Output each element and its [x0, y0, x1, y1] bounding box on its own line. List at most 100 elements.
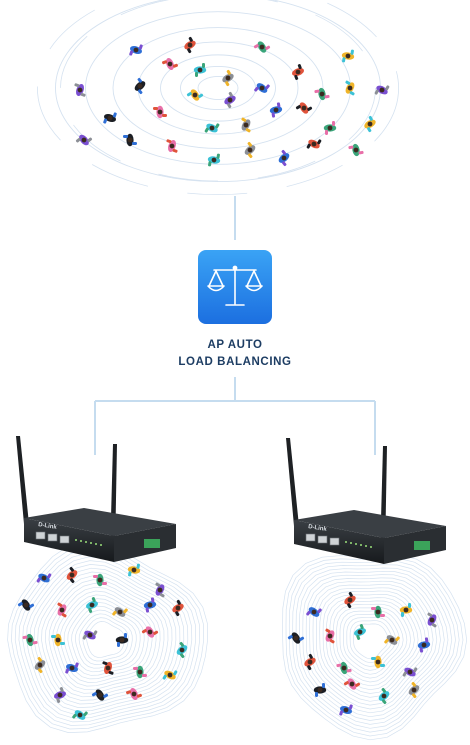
person-icon — [325, 628, 335, 644]
person-icon — [129, 44, 143, 56]
left-crowd-cluster — [7, 541, 208, 733]
status-led — [360, 544, 362, 546]
person-icon — [399, 603, 413, 617]
ripple-ring — [112, 27, 324, 149]
person-icon — [82, 630, 98, 640]
ethernet-port — [317, 535, 328, 544]
status-led — [75, 539, 77, 541]
person-icon — [57, 602, 67, 618]
person-icon — [22, 633, 38, 647]
ripple-ring — [26, 560, 189, 716]
person-icon — [408, 681, 420, 699]
ripple-ring — [305, 577, 441, 714]
person-icon — [103, 112, 117, 124]
person-icon — [162, 58, 178, 70]
left-ripples — [7, 541, 208, 733]
antenna-left — [16, 436, 29, 524]
status-led — [370, 546, 372, 548]
ripple-ring — [285, 557, 464, 737]
person-icon — [269, 102, 283, 118]
person-icon — [91, 689, 109, 701]
right-crowd-cluster — [282, 554, 468, 741]
person-icon — [155, 582, 165, 598]
ripple-ring — [332, 603, 412, 683]
ripple-ring — [44, 579, 169, 698]
person-icon — [427, 612, 437, 628]
ripple-ring — [316, 587, 430, 702]
balance-scale-icon — [207, 265, 263, 306]
person-icon — [224, 91, 236, 109]
person-icon — [153, 105, 167, 119]
person-icon — [254, 83, 270, 93]
person-icon — [344, 591, 356, 609]
ripple-ring — [18, 552, 197, 723]
ripple-ring — [180, 65, 256, 111]
person-icon — [292, 64, 304, 80]
load-balance-badge — [198, 250, 272, 324]
person-icon — [295, 102, 313, 114]
balance-caption: AP AUTO LOAD BALANCING — [135, 337, 335, 371]
person-icon — [166, 139, 178, 153]
status-led — [355, 543, 357, 545]
person-icon — [134, 77, 146, 95]
person-icon — [287, 632, 305, 644]
status-led — [350, 542, 352, 544]
device-brand-label: D-Link — [308, 524, 328, 533]
person-icon — [115, 633, 129, 647]
person-icon — [244, 141, 256, 159]
caption-line-1: AP AUTO — [207, 339, 263, 351]
person-icon — [141, 626, 159, 638]
person-icon — [93, 573, 107, 587]
person-icon — [186, 89, 204, 101]
ripple-ring — [86, 621, 125, 658]
ripple-ring — [82, 617, 129, 662]
person-icon — [36, 573, 52, 583]
person-icon — [193, 63, 207, 77]
person-icon — [75, 134, 93, 146]
person-icon — [364, 115, 376, 133]
top-crowd-cluster — [37, 0, 399, 196]
status-led — [95, 543, 97, 545]
device-top — [294, 510, 446, 538]
ripple-ring — [14, 548, 201, 726]
device-brand-label: D-Link — [38, 522, 58, 531]
person-icon — [72, 710, 88, 720]
ripple-ring — [309, 580, 438, 710]
ripple-ring — [52, 586, 161, 691]
ethernet-port — [59, 535, 70, 544]
ripple-ring — [11, 544, 205, 730]
person-icon — [313, 683, 327, 697]
person-icon — [184, 36, 196, 54]
person-icon — [127, 563, 141, 577]
person-icon — [112, 607, 128, 617]
ripple-ring — [60, 0, 376, 182]
ethernet-port — [47, 533, 58, 542]
ripple-ring — [346, 617, 397, 667]
ripple-ring — [282, 554, 468, 741]
ripple-ring — [353, 623, 389, 660]
person-icon — [143, 597, 157, 613]
ripple-ring — [322, 593, 423, 694]
person-icon — [339, 704, 353, 716]
ripple-ring — [41, 575, 173, 701]
ripple-ring — [78, 613, 133, 665]
person-icon — [378, 687, 390, 705]
person-icon — [65, 662, 79, 674]
person-icon — [207, 153, 221, 167]
person-icon — [417, 637, 431, 653]
ripple-ring — [302, 574, 445, 718]
person-icon — [172, 599, 184, 617]
person-icon — [54, 687, 66, 703]
access-point-right: D-Link — [286, 438, 446, 564]
ripple-ring — [288, 561, 460, 733]
person-icon — [204, 123, 220, 133]
status-led — [80, 540, 82, 542]
person-icon — [354, 624, 366, 640]
person-icon — [343, 678, 361, 690]
connector-lines — [94, 196, 376, 455]
person-icon — [314, 87, 330, 101]
ethernet-port — [305, 533, 316, 542]
top-ripples — [37, 0, 399, 196]
person-icon — [348, 143, 364, 157]
